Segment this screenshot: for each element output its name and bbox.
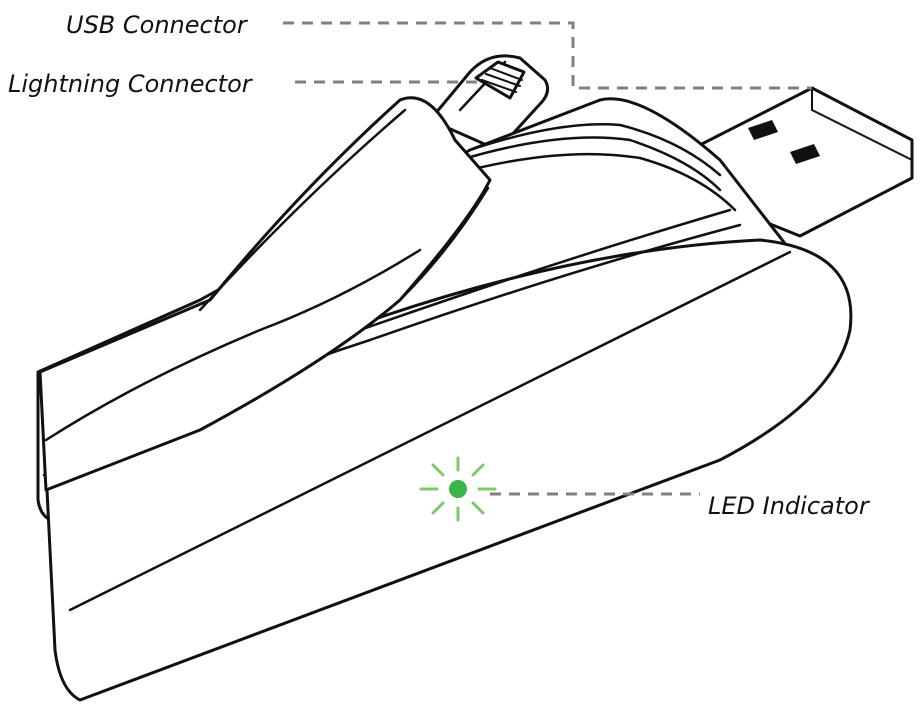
led-glow-rays xyxy=(419,456,497,522)
led-indicator xyxy=(419,456,497,522)
lightning-connector-label: Lightning Connector xyxy=(8,70,252,98)
callout-leaders xyxy=(283,21,812,496)
lightning-cable-sleeve xyxy=(38,96,492,492)
lightning-connector-plug xyxy=(428,54,550,152)
usb-connector-leader xyxy=(283,21,812,90)
usb-port-slot xyxy=(790,144,820,164)
led-light xyxy=(449,480,467,498)
usb-connector-label: USB Connector xyxy=(66,11,247,39)
usb-port-slot xyxy=(748,120,778,140)
led-indicator-label: LED Indicator xyxy=(708,492,869,520)
